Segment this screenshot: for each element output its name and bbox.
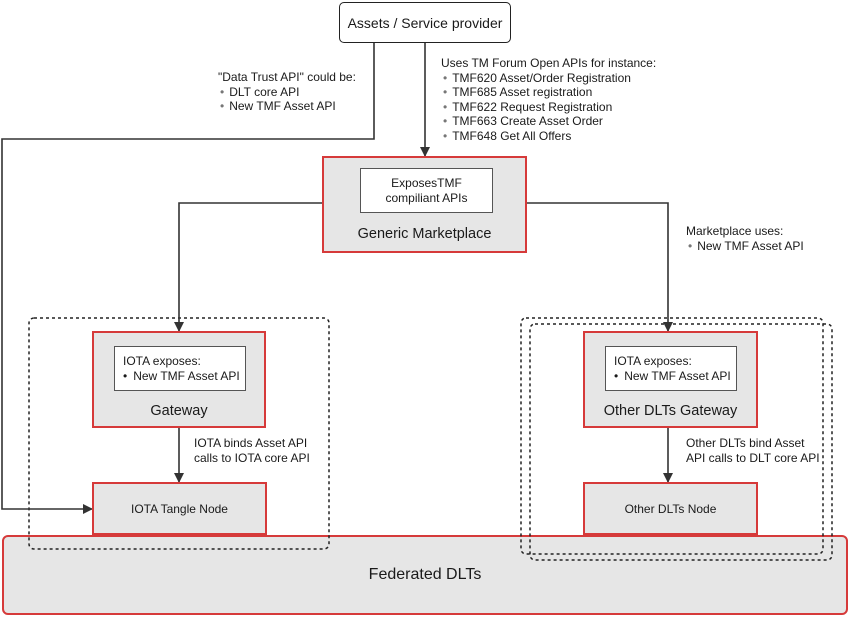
- tmf-api-item: •TMF622 Request Registration: [443, 99, 613, 114]
- provider-to-iota-node-line: [1, 43, 375, 514]
- marketplace-inner-label: ExposesTMF compiliant APIs: [385, 175, 468, 205]
- marketplace-uses-item: •New TMF Asset API: [688, 238, 804, 253]
- data-trust-annotation: "Data Trust API" could be: •DLT core API…: [218, 70, 378, 114]
- bullet-icon: •: [220, 99, 225, 113]
- tmf-apis-annotation: Uses TM Forum Open APIs for instance: •T…: [441, 56, 701, 143]
- data-trust-item: •DLT core API: [220, 84, 300, 99]
- tmf-api-item: •TMF663 Create Asset Order: [443, 114, 603, 128]
- bullet-icon: •: [443, 70, 448, 85]
- other-exposes-title: IOTA exposes:: [614, 354, 692, 368]
- iota-tangle-node-label: IOTA Tangle Node: [131, 501, 228, 516]
- other-group-outline: [520, 317, 824, 555]
- iota-exposes-item: •New TMF Asset API: [123, 369, 240, 383]
- other-exposes-item: •New TMF Asset API: [614, 369, 731, 383]
- other-dlts-node-label: Other DLTs Node: [624, 501, 717, 516]
- marketplace-uses-annotation: Marketplace uses: •New TMF Asset API: [686, 224, 836, 253]
- other-gateway-label: Other DLTs Gateway: [603, 403, 738, 419]
- iota-gateway-label: Gateway: [150, 403, 208, 419]
- provider-box: Assets / Service provider: [339, 2, 511, 43]
- bullet-icon: •: [614, 369, 619, 383]
- marketplace-box: ExposesTMF compiliant APIs Generic Marke…: [322, 156, 527, 253]
- federated-dlts-label: Federated DLTs: [368, 566, 482, 583]
- marketplace-to-iota-gateway-arrow: [174, 202, 322, 332]
- other-binds-annotation: Other DLTs bind Asset API calls to DLT c…: [686, 436, 820, 465]
- bullet-icon: •: [443, 85, 448, 99]
- bullet-icon: •: [220, 84, 225, 99]
- tmf-api-item: •TMF648 Get All Offers: [443, 128, 572, 143]
- bullet-icon: •: [443, 99, 448, 114]
- marketplace-inner-box: ExposesTMF compiliant APIs: [360, 168, 493, 213]
- tmf-apis-title: Uses TM Forum Open APIs for instance:: [441, 56, 657, 70]
- tmf-api-item: •TMF620 Asset/Order Registration: [443, 70, 631, 85]
- tmf-api-item: •TMF685 Asset registration: [443, 85, 593, 99]
- other-group-outline-back: [529, 323, 833, 561]
- data-trust-item: •New TMF Asset API: [220, 99, 336, 113]
- provider-label: Assets / Service provider: [347, 14, 503, 31]
- bullet-icon: •: [123, 369, 128, 383]
- bullet-icon: •: [443, 114, 448, 128]
- iota-gateway-box: IOTA exposes: •New TMF Asset API Gateway: [92, 331, 266, 428]
- bullet-icon: •: [443, 128, 448, 143]
- iota-binds-annotation: IOTA binds Asset API calls to IOTA core …: [194, 436, 310, 465]
- other-dlts-node-box: Other DLTs Node: [583, 482, 758, 535]
- marketplace-label: Generic Marketplace: [357, 226, 492, 242]
- bullet-icon: •: [688, 238, 693, 253]
- marketplace-uses-title: Marketplace uses:: [686, 224, 784, 238]
- other-gateway-box: IOTA exposes: •New TMF Asset API Other D…: [583, 331, 758, 428]
- iota-exposes-title: IOTA exposes:: [123, 354, 201, 368]
- federated-dlts-box: Federated DLTs: [2, 535, 848, 615]
- other-gateway-inner-box: IOTA exposes: •New TMF Asset API: [605, 346, 737, 391]
- data-trust-title: "Data Trust API" could be:: [218, 70, 356, 84]
- iota-tangle-node-box: IOTA Tangle Node: [92, 482, 267, 535]
- marketplace-to-other-gateway-arrow: [527, 202, 673, 332]
- iota-gateway-inner-box: IOTA exposes: •New TMF Asset API: [114, 346, 246, 391]
